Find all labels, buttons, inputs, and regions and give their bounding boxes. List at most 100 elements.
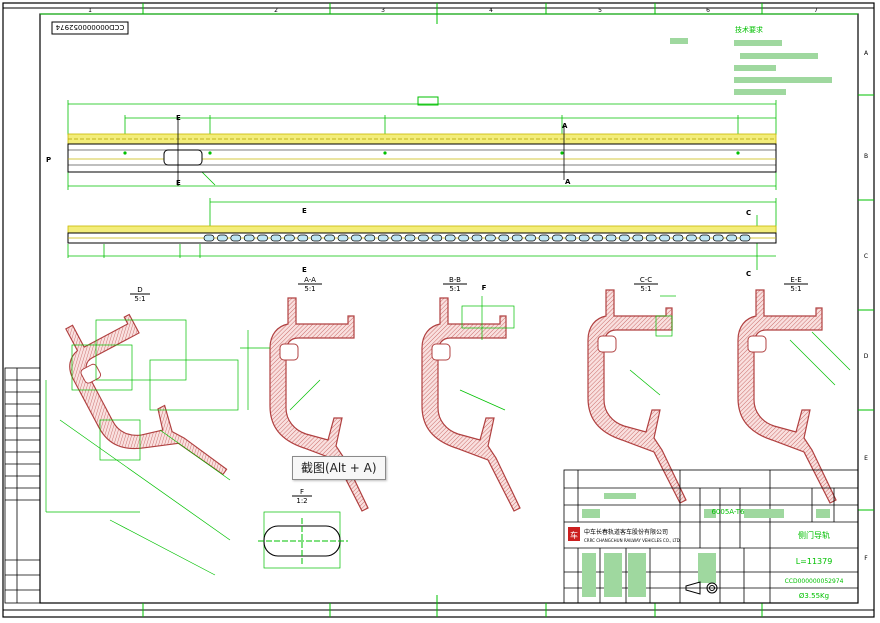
rail-slot bbox=[739, 234, 751, 242]
cut-marker-e: E bbox=[302, 266, 307, 274]
row-label: A bbox=[864, 50, 869, 57]
rail-slot bbox=[243, 234, 255, 242]
col-label: 6 bbox=[706, 7, 710, 14]
rail-slot bbox=[404, 234, 416, 242]
rail-slot bbox=[592, 234, 603, 242]
section-label-c: C-C bbox=[640, 276, 652, 284]
col-label: 4 bbox=[489, 7, 493, 14]
section-scale-b: 5:1 bbox=[449, 285, 460, 293]
part-name: 侧门导轨 bbox=[798, 530, 830, 540]
title-block bbox=[563, 469, 859, 604]
rail-slot bbox=[645, 234, 657, 242]
section-c-profile bbox=[587, 289, 687, 504]
cut-marker-p: P bbox=[46, 156, 51, 164]
rail-slot bbox=[619, 234, 630, 242]
detail-label-f: F bbox=[300, 488, 304, 496]
rail-slot bbox=[391, 234, 402, 242]
rail-slot bbox=[498, 234, 510, 242]
screenshot-tooltip: 截图(Alt + A) bbox=[292, 456, 386, 480]
rail-slot bbox=[726, 234, 737, 242]
mass: Ø3.55Kg bbox=[799, 592, 829, 600]
company-name: 中车长春轨道客车股份有限公司 bbox=[584, 528, 668, 536]
rail-slot bbox=[712, 234, 724, 242]
rail-bottom-view: E E C C bbox=[67, 198, 777, 278]
rail-slot bbox=[270, 234, 282, 242]
section-label-a: A-A bbox=[304, 276, 316, 284]
rail-slot bbox=[659, 234, 670, 242]
section-label-d: D bbox=[137, 286, 142, 294]
company-logo-glyph: 车 bbox=[570, 530, 578, 540]
cut-marker-c: C bbox=[746, 270, 751, 278]
cut-marker-a: A bbox=[565, 178, 571, 186]
rail-slot bbox=[525, 234, 536, 242]
rail-slot bbox=[351, 234, 362, 242]
projection-symbol bbox=[685, 581, 718, 595]
rail-slot bbox=[699, 234, 711, 242]
row-label: F bbox=[864, 555, 868, 562]
company-name-en: CRRC CHANGCHUN RAILWAY VEHICLES CO., LTD… bbox=[584, 538, 681, 543]
rail-slot bbox=[310, 234, 322, 242]
rail-slot bbox=[632, 234, 644, 242]
rail-slot bbox=[297, 234, 309, 242]
col-label: 5 bbox=[598, 7, 602, 14]
section-label-b: B-B bbox=[449, 276, 461, 284]
revision-strip bbox=[4, 367, 41, 604]
rail-slot bbox=[471, 234, 483, 242]
detail-f-view bbox=[258, 511, 348, 569]
rail-slot bbox=[418, 234, 429, 242]
rail-slot bbox=[203, 234, 215, 242]
rail-slot bbox=[511, 234, 523, 242]
cut-marker-a: A bbox=[562, 122, 568, 130]
section-scale-e: 5:1 bbox=[790, 285, 801, 293]
rail-top-view: E E A A P bbox=[46, 96, 777, 190]
code-box bbox=[51, 21, 129, 35]
rail-slot bbox=[485, 234, 496, 242]
drawing-number: CCD000000052974 bbox=[785, 578, 844, 585]
row-label: E bbox=[864, 455, 868, 462]
material: 6005A-T6 bbox=[711, 508, 745, 516]
rail-slot bbox=[431, 234, 443, 242]
code-box-text: CCD000000052974 bbox=[55, 23, 124, 31]
section-scale-c: 5:1 bbox=[640, 285, 651, 293]
cut-marker-e: E bbox=[302, 207, 307, 215]
rail-slot bbox=[538, 234, 550, 242]
technical-notes: 技术要求 bbox=[670, 25, 832, 95]
rail-slot bbox=[377, 234, 389, 242]
section-scale-d: 5:1 bbox=[134, 295, 145, 303]
rail-slot bbox=[324, 234, 335, 242]
rail-slot bbox=[217, 234, 228, 242]
rail-slot bbox=[337, 234, 349, 242]
col-label: 1 bbox=[88, 7, 92, 14]
section-label-e: E-E bbox=[790, 276, 801, 284]
rail-slot bbox=[444, 234, 456, 242]
row-label: D bbox=[864, 353, 869, 360]
cut-marker-e: E bbox=[176, 179, 181, 187]
notes-title: 技术要求 bbox=[735, 25, 763, 34]
title-block-fill bbox=[582, 493, 830, 597]
detail-scale-f: 1:2 bbox=[296, 497, 307, 505]
rail-slot bbox=[686, 234, 697, 242]
company-logo bbox=[568, 527, 580, 541]
rail-slot bbox=[605, 234, 617, 242]
rail-slot bbox=[257, 234, 268, 242]
rail-slot bbox=[458, 234, 469, 242]
section-e-profile bbox=[737, 289, 837, 504]
rail-slot bbox=[578, 234, 590, 242]
rail-slot bbox=[565, 234, 577, 242]
col-label: 3 bbox=[381, 7, 385, 14]
row-label: C bbox=[864, 253, 868, 260]
section-b-profile bbox=[421, 297, 521, 512]
section-d-view bbox=[50, 292, 229, 517]
rail-slot bbox=[552, 234, 563, 242]
cut-marker-c: C bbox=[746, 209, 751, 217]
rail-slot bbox=[230, 234, 242, 242]
rail-slot bbox=[672, 234, 684, 242]
col-label: 2 bbox=[274, 7, 278, 14]
cut-marker-f: F bbox=[482, 284, 487, 292]
rail-slot bbox=[284, 234, 295, 242]
section-scale-a: 5:1 bbox=[304, 285, 315, 293]
cut-marker-e: E bbox=[176, 114, 181, 122]
row-label: B bbox=[864, 153, 868, 160]
